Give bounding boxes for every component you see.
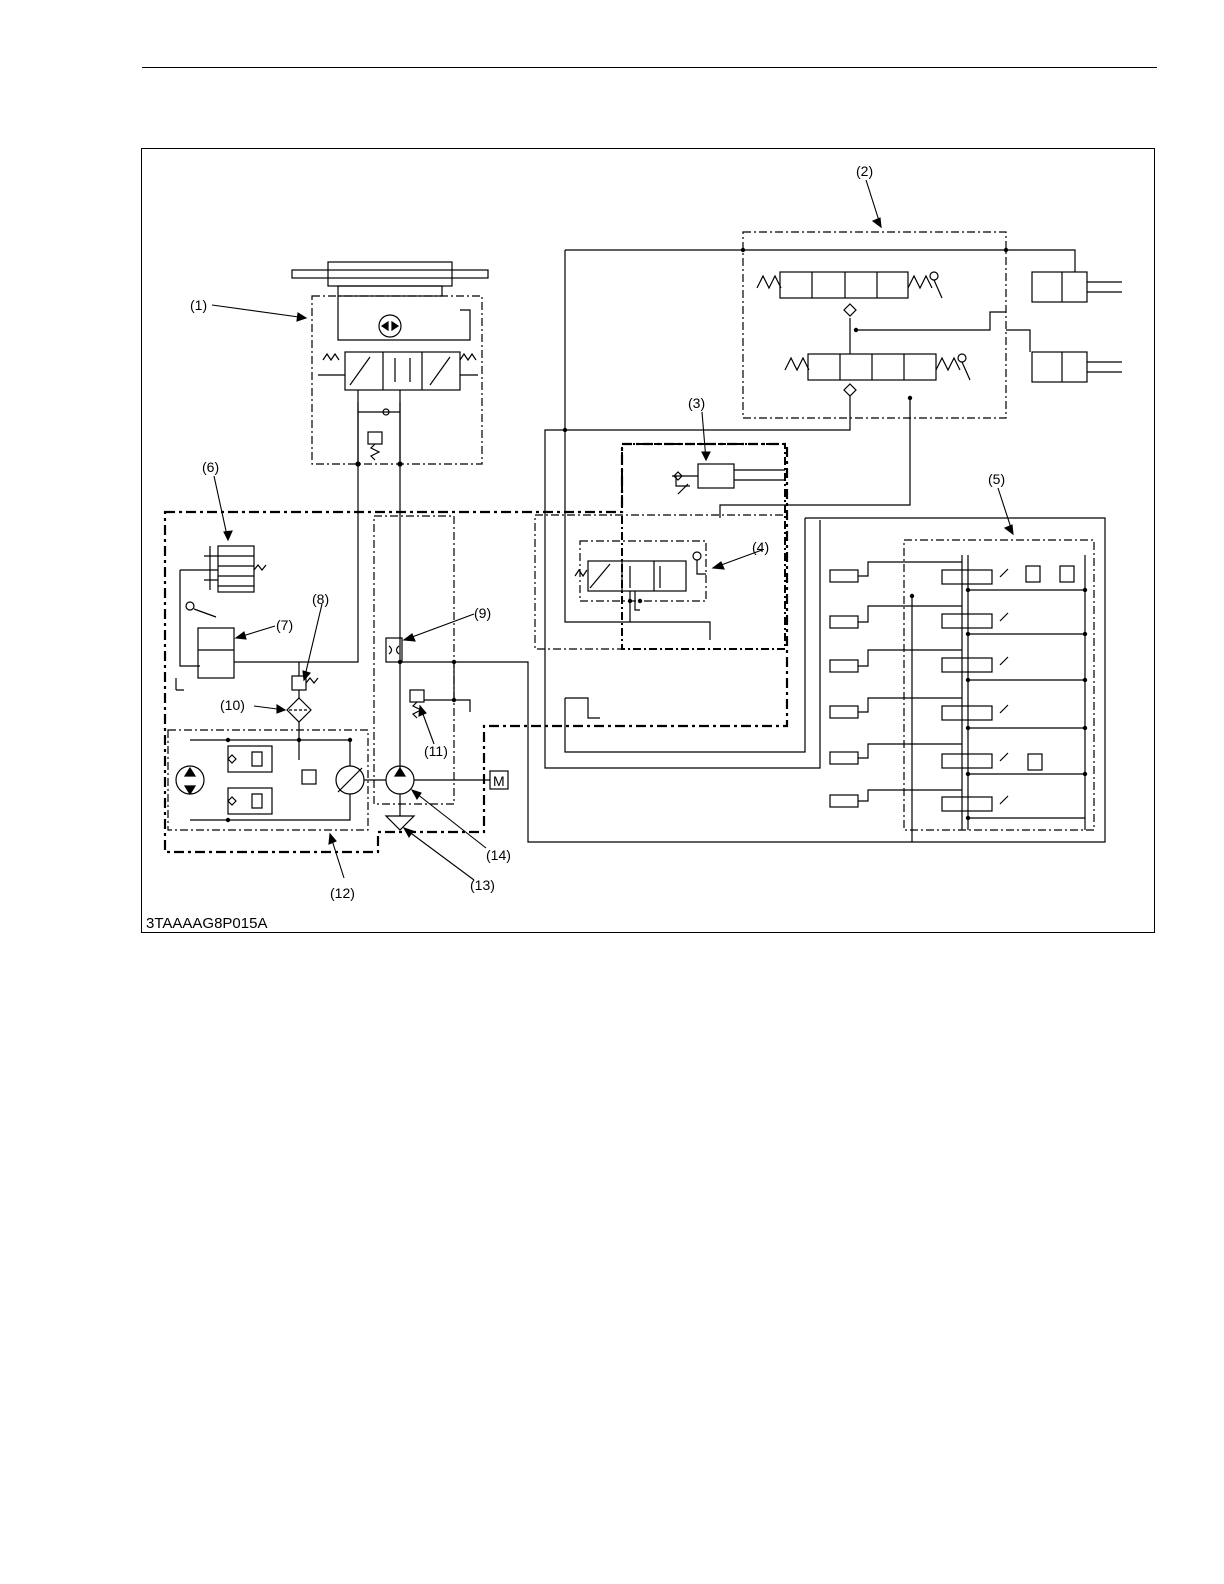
label-8: (8) — [312, 591, 329, 607]
label-4: (4) — [752, 539, 769, 555]
label-5: (5) — [988, 471, 1005, 487]
component-5-valve-bank — [805, 518, 1105, 842]
label-14: (14) — [486, 847, 511, 863]
label-3: (3) — [688, 395, 705, 411]
label-10: (10) — [220, 697, 245, 713]
callout-leaders — [212, 180, 1013, 880]
junction-dots — [226, 248, 1087, 822]
image-code: 3TAAAAG8P015A — [146, 915, 267, 932]
label-7: (7) — [276, 617, 293, 633]
cylinder-rows — [830, 570, 858, 807]
label-12: (12) — [330, 885, 355, 901]
label-13: (13) — [470, 877, 495, 893]
label-2: (2) — [856, 163, 873, 179]
label-9: (9) — [474, 605, 491, 621]
component-6-7-left-group — [176, 402, 358, 690]
component-1-steering-unit — [292, 262, 488, 466]
label-1: (1) — [190, 297, 207, 313]
component-3-4-auxiliary-valves — [535, 250, 785, 649]
motor-symbol: M — [493, 773, 505, 789]
label-11: (11) — [424, 743, 448, 759]
label-6: (6) — [202, 459, 219, 475]
component-2-control-valve — [545, 232, 1122, 648]
